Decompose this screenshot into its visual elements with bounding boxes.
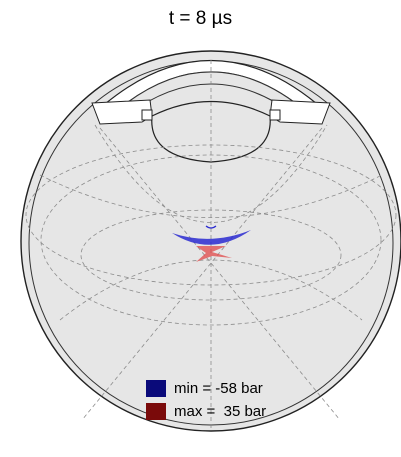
min-color-swatch bbox=[146, 380, 166, 397]
legend: min = -58 bar max = 35 bar bbox=[146, 378, 266, 424]
legend-min-row: min = -58 bar bbox=[146, 378, 266, 399]
grid-meridian-5 bbox=[59, 259, 363, 321]
positive-pressure-focus bbox=[196, 246, 232, 262]
legend-max-row: max = 35 bar bbox=[146, 401, 266, 422]
legend-min-label: min = -58 bar bbox=[174, 380, 263, 397]
negative-pressure-band bbox=[172, 230, 251, 245]
time-title: t = 8 µs bbox=[168, 8, 233, 29]
dashed-grid bbox=[25, 60, 397, 430]
grid-meridian-6 bbox=[94, 124, 328, 223]
max-color-swatch bbox=[146, 403, 166, 420]
zonule-right bbox=[269, 109, 281, 121]
negative-pressure-spot bbox=[205, 225, 217, 229]
zonule-left bbox=[141, 109, 153, 121]
grid-meridian-4 bbox=[39, 174, 383, 218]
legend-max-label: max = 35 bar bbox=[174, 403, 267, 420]
